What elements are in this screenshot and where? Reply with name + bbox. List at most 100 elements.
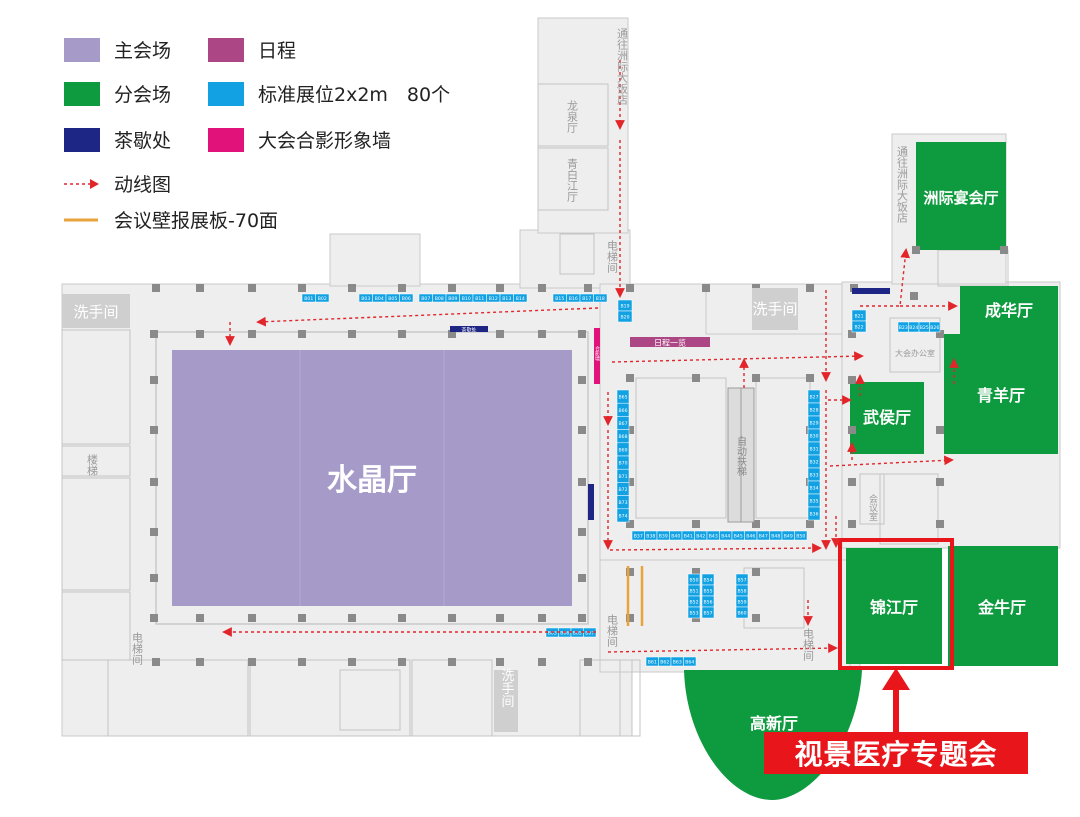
booth-label: B30 xyxy=(810,434,819,440)
pillar xyxy=(806,284,814,292)
jinniu-hall xyxy=(948,546,1058,666)
booth-label: B24 xyxy=(909,325,918,331)
booth-b53 xyxy=(687,606,701,619)
pillar xyxy=(626,568,634,576)
booth-label: B50 xyxy=(690,578,699,584)
crystal-hall xyxy=(172,350,572,606)
legend-item-board: 会议壁报展板-70面 xyxy=(64,206,278,233)
pillar xyxy=(248,330,256,338)
booth-b14 xyxy=(513,293,528,303)
booth-label: B53 xyxy=(690,611,699,617)
zhouji-hall-label: 洲际宴会厅 xyxy=(923,189,998,207)
pillar xyxy=(806,520,814,528)
pillar xyxy=(248,614,256,622)
pillar xyxy=(150,376,158,384)
pillar xyxy=(398,614,406,622)
pillar xyxy=(496,614,504,622)
to-hotel-right-label: 通往洲际大饭店 xyxy=(896,146,909,223)
booth-label: B03 xyxy=(361,296,370,302)
booth-label: B51 xyxy=(690,589,699,595)
pillar xyxy=(578,614,586,622)
booth-label: B05 xyxy=(388,296,397,302)
booth-label: B50 xyxy=(796,534,805,540)
pillar xyxy=(538,614,546,622)
booth-label: B66 xyxy=(619,408,628,414)
pillar xyxy=(398,658,406,666)
booth-label: B65 xyxy=(619,395,628,401)
booth-label: B60 xyxy=(738,611,747,617)
booth-label: B22 xyxy=(855,325,864,331)
pillar xyxy=(448,284,456,292)
tea-station-top xyxy=(450,326,488,332)
photo-tag-label: 合影墙 xyxy=(594,345,600,362)
tea-station-hall xyxy=(588,484,594,520)
pillar xyxy=(936,520,944,528)
legend-item-booth: 标准展位2x2m 80个 xyxy=(208,80,450,107)
booth-label: B16 xyxy=(569,296,578,302)
flow-lines xyxy=(222,60,959,654)
legend-swatch-tea xyxy=(64,127,100,152)
pillar xyxy=(448,658,456,666)
booth-label: B64 xyxy=(685,660,694,666)
pillar xyxy=(936,330,944,338)
booth-b50 xyxy=(794,530,808,541)
pillar xyxy=(752,520,760,528)
booth-label: B69 xyxy=(619,447,628,453)
booth-label: B36 xyxy=(810,512,819,518)
pillar xyxy=(848,520,856,528)
booth-label: B17 xyxy=(582,296,591,302)
pillar xyxy=(692,520,700,528)
booth-label: B38 xyxy=(646,534,655,540)
restroom-bottom-bg xyxy=(494,670,518,732)
pillar xyxy=(584,284,592,292)
chenghua-hall xyxy=(960,286,1058,334)
pillar xyxy=(398,330,406,338)
booth-label: B19 xyxy=(621,304,630,310)
pillar xyxy=(626,614,634,622)
pillar xyxy=(152,658,160,666)
pillar xyxy=(578,426,586,434)
pillar xyxy=(448,330,456,338)
booth-label: B01 xyxy=(304,296,313,302)
legend-label-schedule: 日程 xyxy=(258,40,297,62)
booth-label: B28 xyxy=(810,408,819,414)
booth-label: B63 xyxy=(548,631,557,637)
pillar xyxy=(578,330,586,338)
booth-label: B26 xyxy=(930,325,939,331)
pillars xyxy=(150,246,1008,666)
pillar xyxy=(248,284,256,292)
booth-label: B63 xyxy=(673,660,682,666)
escalator xyxy=(727,387,755,523)
booth-b74 xyxy=(616,508,630,523)
booth-label: B31 xyxy=(810,447,819,453)
pillar xyxy=(626,426,634,434)
longquan-label: 龙泉厅 xyxy=(566,100,579,133)
legend-item-photo-wall: 大会合影形象墙 xyxy=(208,126,391,153)
booth-label: B45 xyxy=(734,534,743,540)
booth-b57 xyxy=(701,606,715,619)
pillar xyxy=(584,658,592,666)
wuhou-hall xyxy=(850,382,924,454)
booth-b60 xyxy=(735,606,749,619)
booth-label: B66 xyxy=(560,631,569,637)
pillar xyxy=(398,284,406,292)
booth-label: B33 xyxy=(810,473,819,479)
legend-label-main-venue: 主会场 xyxy=(114,40,172,62)
booth-label: B25 xyxy=(920,325,929,331)
pillar xyxy=(578,478,586,486)
booth-label: B34 xyxy=(810,486,819,492)
pillar xyxy=(348,330,356,338)
legend-item-main-venue: 主会场 xyxy=(64,36,171,63)
elevator-2-label: 电梯间 xyxy=(131,632,144,666)
pillar xyxy=(348,658,356,666)
booth-label: B57 xyxy=(704,611,713,617)
booth-label: B61 xyxy=(648,660,657,666)
pillar xyxy=(848,478,856,486)
pillar xyxy=(348,614,356,622)
booth-label: B43 xyxy=(709,534,718,540)
chenghua-hall-label: 成华厅 xyxy=(985,301,1033,320)
pillar xyxy=(496,658,504,666)
legend-swatch-main-venue xyxy=(64,37,100,62)
restroom-bottom-label: 洗手间 xyxy=(499,669,515,708)
